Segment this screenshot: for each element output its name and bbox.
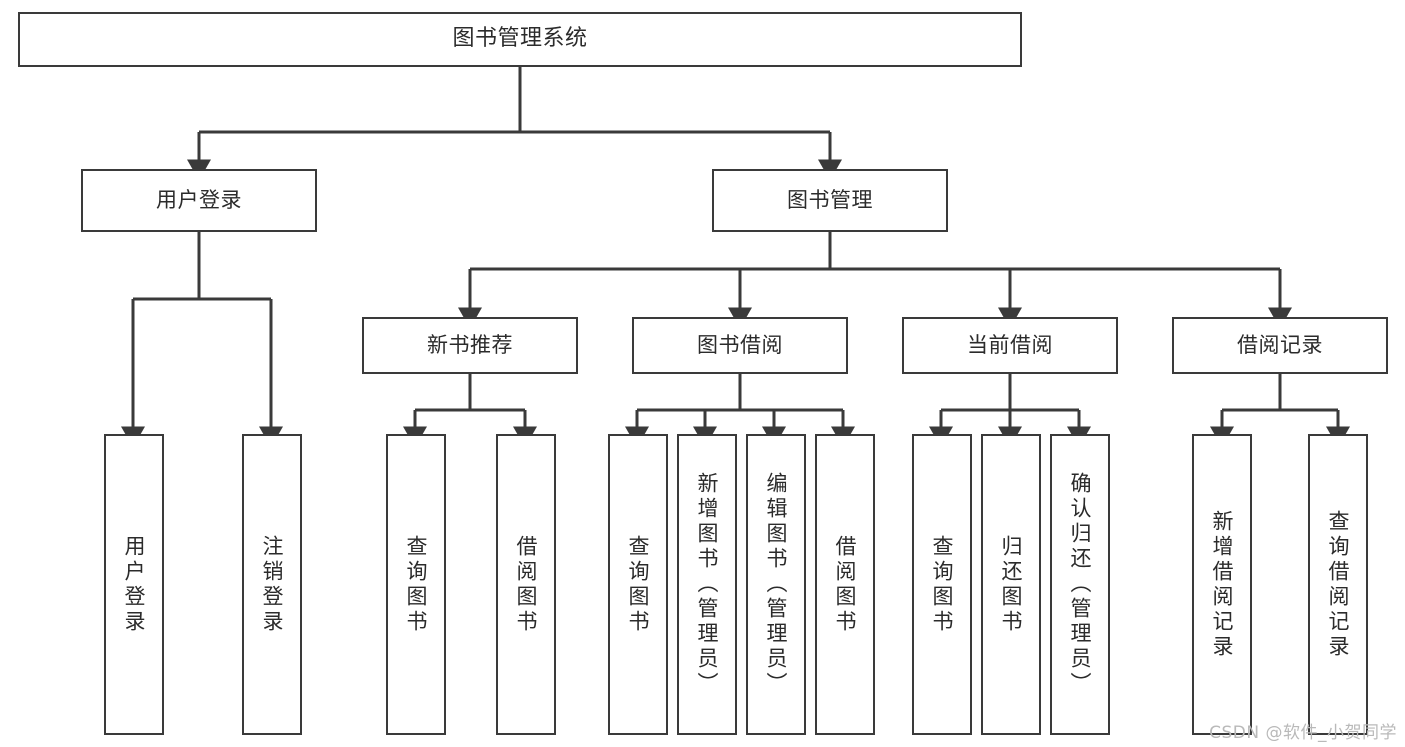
node-root[interactable]: 图书管理系统 — [18, 12, 1022, 67]
node-borrow-records-label: 借阅记录 — [1237, 332, 1323, 357]
leaf-current-borrow-query[interactable]: 查询图书 — [912, 434, 972, 735]
leaf-book-borrow-borrow[interactable]: 借阅图书 — [815, 434, 875, 735]
leaf-label: 确认归还（管理员） — [1068, 472, 1093, 697]
node-book-management[interactable]: 图书管理 — [712, 169, 948, 232]
node-borrow-records[interactable]: 借阅记录 — [1172, 317, 1388, 374]
leaf-user-login-logout[interactable]: 注销登录 — [242, 434, 302, 735]
node-root-label: 图书管理系统 — [452, 26, 588, 52]
leaf-borrow-records-query[interactable]: 查询借阅记录 — [1308, 434, 1368, 735]
leaf-label: 查询图书 — [404, 534, 429, 635]
leaf-book-borrow-query[interactable]: 查询图书 — [608, 434, 668, 735]
node-user-login[interactable]: 用户登录 — [81, 169, 317, 232]
leaf-current-borrow-confirm[interactable]: 确认归还（管理员） — [1050, 434, 1110, 735]
leaf-label: 查询图书 — [930, 534, 955, 635]
node-new-book-recommend[interactable]: 新书推荐 — [362, 317, 578, 374]
leaf-label: 新增图书（管理员） — [695, 472, 720, 697]
leaf-label: 查询借阅记录 — [1326, 509, 1351, 660]
leaf-user-login-login[interactable]: 用户登录 — [104, 434, 164, 735]
node-new-book-recommend-label: 新书推荐 — [427, 332, 513, 357]
leaf-label: 注销登录 — [260, 534, 285, 635]
leaf-label: 新增借阅记录 — [1210, 509, 1235, 660]
leaf-new-book-borrow[interactable]: 借阅图书 — [496, 434, 556, 735]
node-book-borrow[interactable]: 图书借阅 — [632, 317, 848, 374]
node-current-borrow-label: 当前借阅 — [967, 332, 1053, 357]
watermark: CSDN @软件_小贺同学 — [1209, 723, 1397, 743]
node-user-login-label: 用户登录 — [156, 187, 242, 212]
leaf-label: 用户登录 — [122, 534, 147, 635]
leaf-label: 编辑图书（管理员） — [764, 472, 789, 697]
leaf-label: 借阅图书 — [514, 534, 539, 635]
leaf-book-borrow-add[interactable]: 新增图书（管理员） — [677, 434, 737, 735]
node-current-borrow[interactable]: 当前借阅 — [902, 317, 1118, 374]
leaf-book-borrow-edit[interactable]: 编辑图书（管理员） — [746, 434, 806, 735]
leaf-label: 借阅图书 — [833, 534, 858, 635]
node-book-management-label: 图书管理 — [787, 187, 873, 212]
leaf-label: 归还图书 — [999, 534, 1024, 635]
leaf-new-book-query[interactable]: 查询图书 — [386, 434, 446, 735]
leaf-current-borrow-return[interactable]: 归还图书 — [981, 434, 1041, 735]
leaf-label: 查询图书 — [626, 534, 651, 635]
node-book-borrow-label: 图书借阅 — [697, 332, 783, 357]
leaf-borrow-records-add[interactable]: 新增借阅记录 — [1192, 434, 1252, 735]
